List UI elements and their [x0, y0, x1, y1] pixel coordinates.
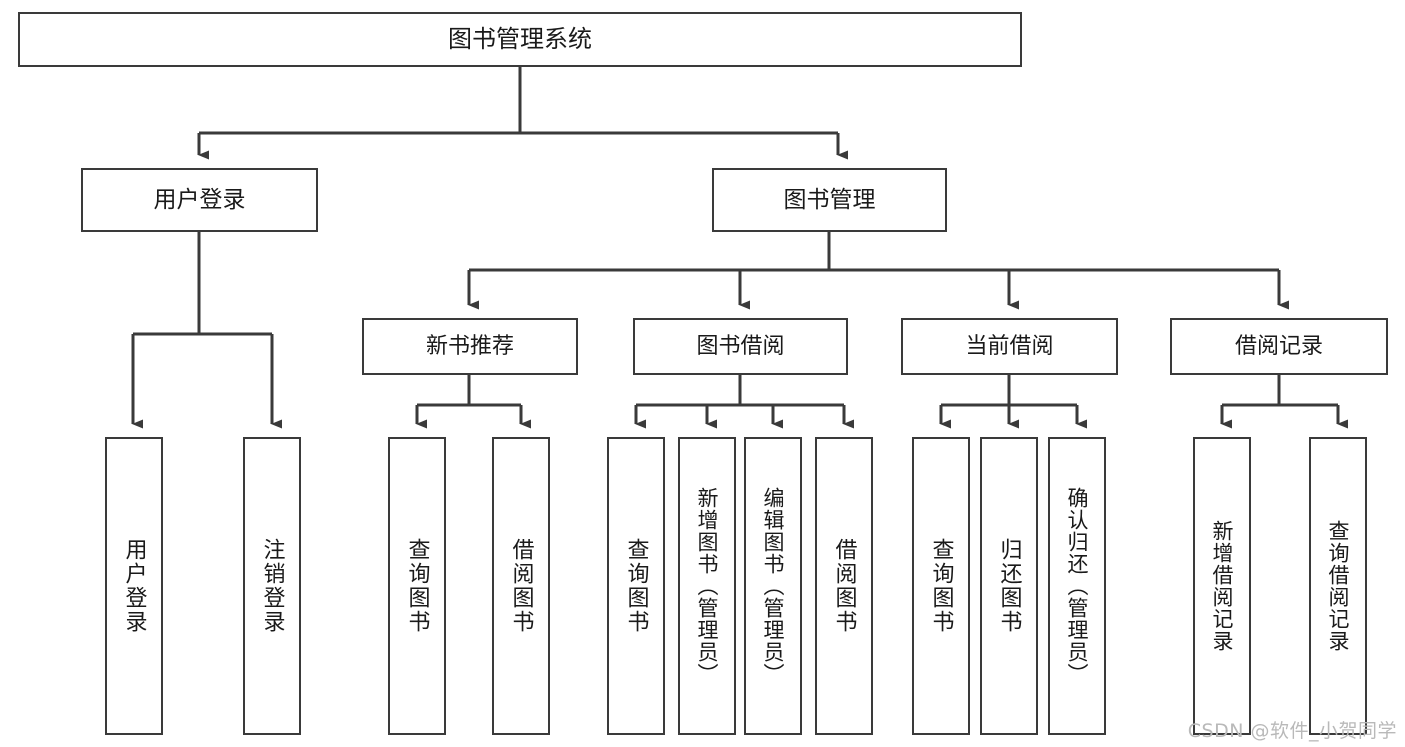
watermark-text: CSDN @软件_小贺同学 [1187, 720, 1397, 742]
leaf-logout[interactable]: 注销登录 [243, 437, 301, 735]
leaf-record-add-borrow-record-label: 新增借阅记录 [1210, 520, 1235, 652]
node-user-login[interactable]: 用户登录 [81, 168, 318, 232]
node-current-borrow[interactable]: 当前借阅 [901, 318, 1118, 375]
leaf-current-confirm-return-admin-label: 确认归还（管理员） [1065, 487, 1090, 685]
node-root-system-label: 图书管理系统 [448, 24, 592, 53]
node-book-borrow-label: 图书借阅 [696, 333, 785, 359]
node-user-login-label: 用户登录 [153, 186, 246, 213]
node-current-borrow-label: 当前借阅 [965, 333, 1054, 359]
leaf-borrow-query-book[interactable]: 查询图书 [607, 437, 665, 735]
leaf-borrow-query-book-label: 查询图书 [623, 538, 649, 634]
leaf-recommend-borrow-book-label: 借阅图书 [508, 538, 534, 634]
leaf-record-query-borrow-record-label: 查询借阅记录 [1326, 520, 1351, 652]
leaf-borrow-borrow-book[interactable]: 借阅图书 [815, 437, 873, 735]
leaf-borrow-borrow-book-label: 借阅图书 [831, 538, 857, 634]
leaf-recommend-query-book-label: 查询图书 [404, 538, 430, 634]
leaf-current-return-book-label: 归还图书 [996, 538, 1022, 634]
leaf-logout-label: 注销登录 [259, 538, 285, 634]
leaf-record-query-borrow-record[interactable]: 查询借阅记录 [1309, 437, 1367, 735]
leaf-borrow-edit-book-admin[interactable]: 编辑图书（管理员） [744, 437, 802, 735]
node-new-book-recommend-label: 新书推荐 [425, 333, 514, 359]
leaf-record-add-borrow-record[interactable]: 新增借阅记录 [1193, 437, 1251, 735]
node-new-book-recommend[interactable]: 新书推荐 [362, 318, 578, 375]
node-book-borrow[interactable]: 图书借阅 [633, 318, 848, 375]
leaf-current-return-book[interactable]: 归还图书 [980, 437, 1038, 735]
node-root-system[interactable]: 图书管理系统 [18, 12, 1022, 67]
node-borrow-record[interactable]: 借阅记录 [1170, 318, 1388, 375]
node-book-management-label: 图书管理 [783, 186, 876, 213]
leaf-current-confirm-return-admin[interactable]: 确认归还（管理员） [1048, 437, 1106, 735]
node-book-management[interactable]: 图书管理 [712, 168, 947, 232]
leaf-borrow-edit-book-admin-label: 编辑图书（管理员） [761, 487, 786, 685]
leaf-borrow-add-book-admin-label: 新增图书（管理员） [695, 487, 720, 685]
leaf-recommend-borrow-book[interactable]: 借阅图书 [492, 437, 550, 735]
leaf-current-query-book[interactable]: 查询图书 [912, 437, 970, 735]
leaf-recommend-query-book[interactable]: 查询图书 [388, 437, 446, 735]
leaf-user-login[interactable]: 用户登录 [105, 437, 163, 735]
leaf-current-query-book-label: 查询图书 [928, 538, 954, 634]
leaf-borrow-add-book-admin[interactable]: 新增图书（管理员） [678, 437, 736, 735]
node-borrow-record-label: 借阅记录 [1234, 333, 1323, 359]
leaf-user-login-label: 用户登录 [121, 538, 147, 634]
